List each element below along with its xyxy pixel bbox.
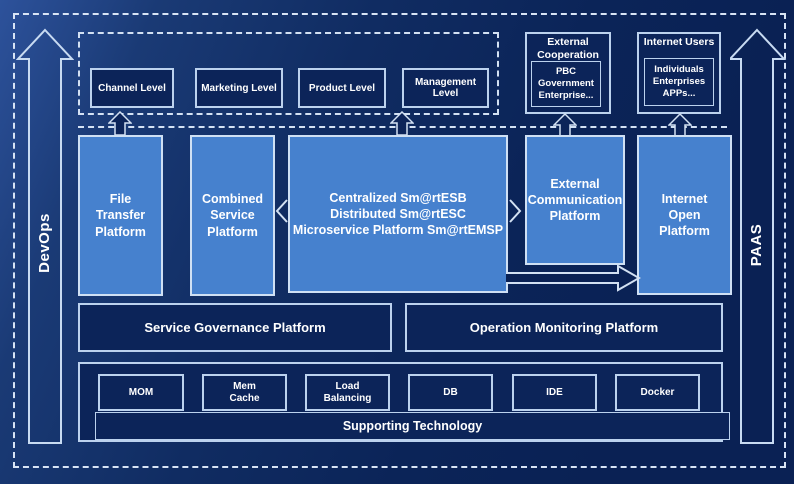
supporting-technology-bar: Supporting Technology (95, 412, 730, 440)
operation-monitoring-label: Operation Monitoring Platform (469, 320, 659, 335)
tech-box-ide: IDE (512, 374, 597, 411)
level-box-marketing: Marketing Level (195, 68, 283, 108)
devops-up-arrow-icon (16, 28, 74, 444)
operation-monitoring-platform-box: Operation Monitoring Platform (405, 303, 723, 352)
level-label: Management Level (414, 77, 477, 99)
tech-label: DB (443, 386, 458, 398)
external-cooperation-body: PBC Government Enterprise... (531, 61, 601, 107)
paas-rail-label: PAAS (748, 223, 765, 267)
right-flow-arrow-icon (506, 264, 642, 292)
left-chevron-arrow-icon (275, 199, 288, 223)
up-arrow-icon (553, 113, 577, 137)
tech-box-mom: MOM (98, 374, 184, 411)
tech-label: IDE (546, 386, 563, 398)
level-label: Marketing Level (201, 82, 277, 94)
up-arrow-icon (108, 111, 132, 136)
up-arrow-icon (390, 111, 414, 136)
external-cooperation-title: External Cooperation (537, 36, 599, 61)
service-governance-label: Service Governance Platform (144, 320, 326, 335)
platform-file-transfer: File Transfer Platform (78, 135, 163, 296)
platform-combined-service: Combined Service Platform (190, 135, 275, 296)
levels-dashed-container (78, 32, 499, 115)
level-box-product: Product Level (298, 68, 386, 108)
internet-users-title: Internet Users (643, 36, 715, 48)
service-governance-platform-box: Service Governance Platform (78, 303, 392, 352)
platform-esb-esc-emsp: Centralized Sm@rtESB Distributed Sm@rtES… (288, 135, 508, 293)
external-cooperation-box: External Cooperation (525, 32, 611, 114)
level-box-channel: Channel Level (90, 68, 174, 108)
tech-label: Load Balancing (323, 380, 372, 404)
outer-dashed-frame (13, 13, 786, 468)
paas-up-arrow-icon (730, 28, 787, 444)
internet-users-body: Individuals Enterprises APPs... (644, 58, 714, 106)
tech-label: Docker (640, 386, 675, 398)
devops-rail-label: DevOps (36, 213, 53, 273)
tech-box-db: DB (408, 374, 493, 411)
level-label: Product Level (308, 82, 376, 94)
tech-box-mem-cache: Mem Cache (202, 374, 287, 411)
platform-internet-open: Internet Open Platform (637, 135, 732, 295)
platform-external-communication: External Communication Platform (525, 135, 625, 265)
level-label: Channel Level (98, 82, 166, 94)
right-chevron-arrow-icon (509, 199, 522, 223)
tech-label: Mem Cache (229, 380, 260, 404)
up-arrow-icon (668, 113, 692, 137)
internet-users-box: Internet Users (637, 32, 721, 114)
tech-box-load-balancing: Load Balancing (305, 374, 390, 411)
supporting-technology-label: Supporting Technology (342, 419, 483, 433)
tech-box-docker: Docker (615, 374, 700, 411)
tech-label: MOM (128, 386, 154, 398)
level-box-management: Management Level (402, 68, 489, 108)
